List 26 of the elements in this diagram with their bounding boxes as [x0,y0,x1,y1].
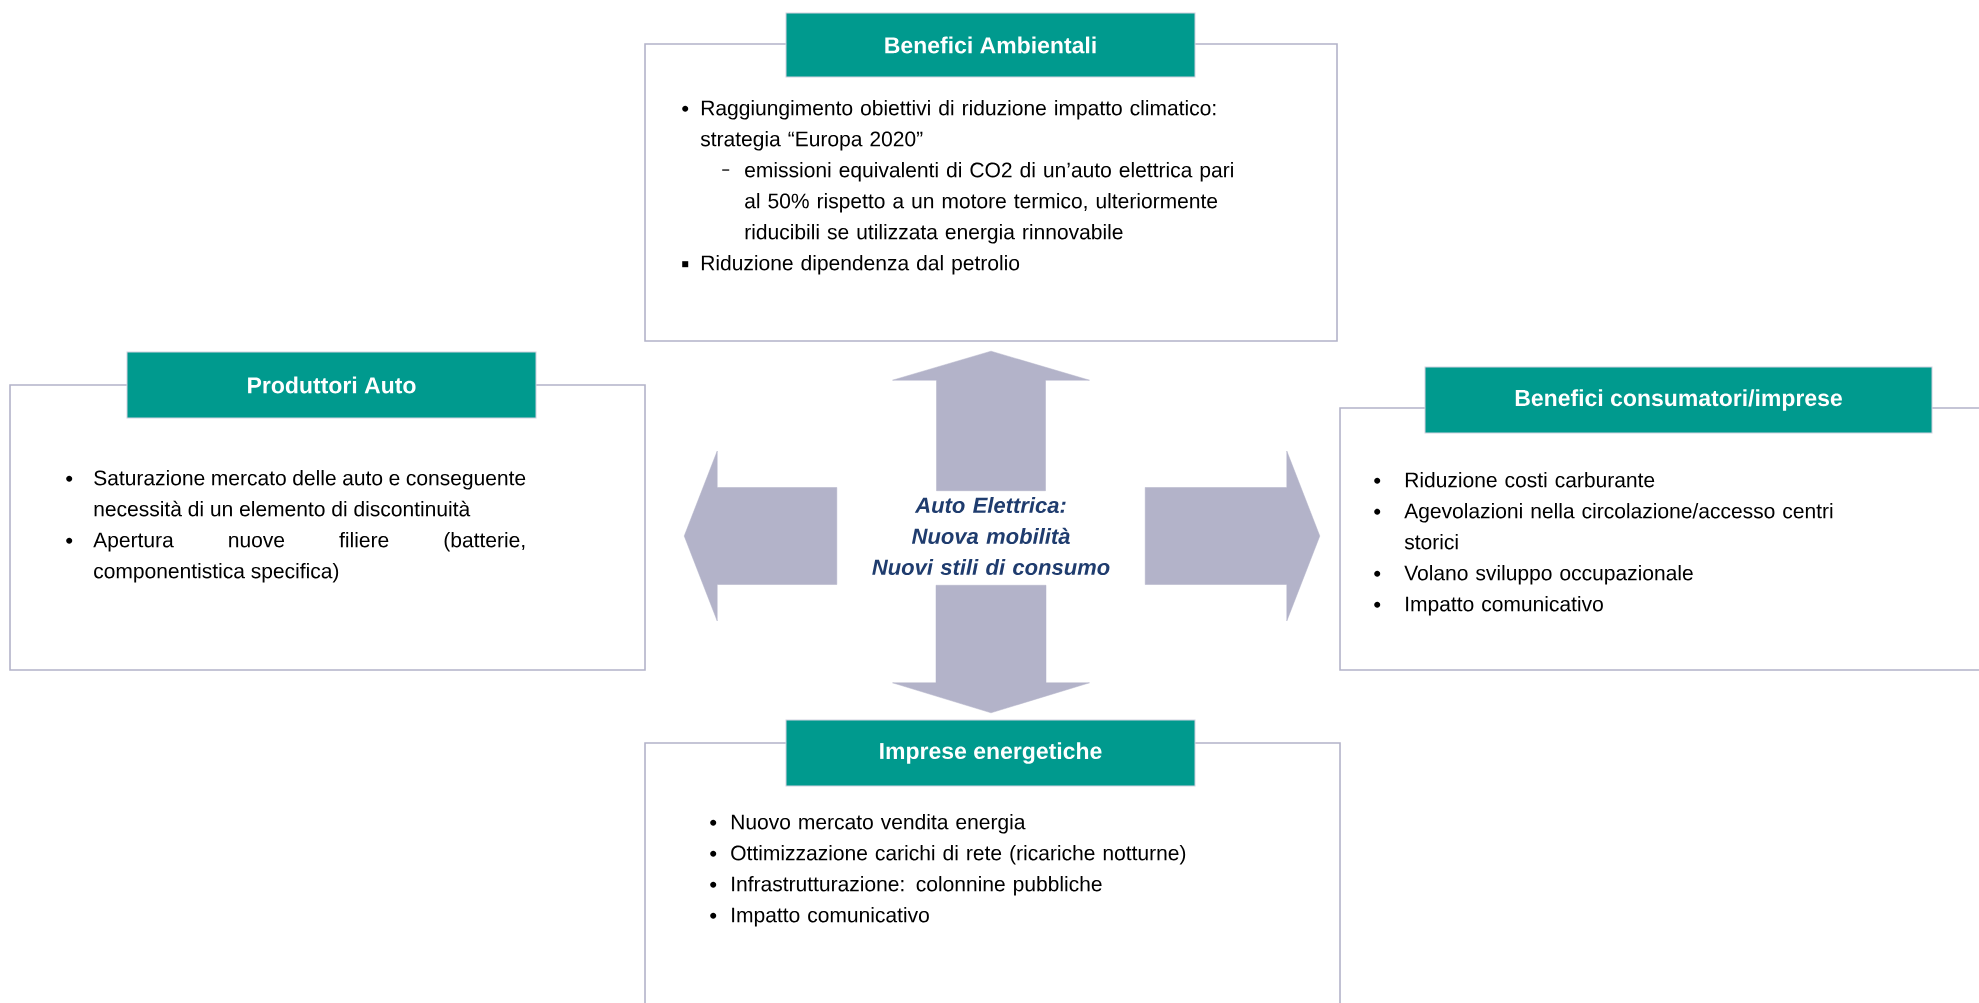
block-arrow [683,450,838,622]
header-tab: Benefici Ambientali [785,12,1196,78]
bullet-item: Infrastrutturazione: colonnine pubbliche [710,876,1102,896]
center-title: Auto Elettrica: Nuova mobilità Nuovi stili di consumo [872,496,1110,576]
bullet-item: Riduzione dipendenza dal petrolio [682,255,1020,275]
bullet-item: Raggiungimento obiettivi di riduzione impatto climatico: strategia “Europa 2020” [682,100,1216,151]
block-arrow [892,350,1090,491]
info-box [1339,366,1979,671]
block-arrow [1144,450,1321,622]
info-box [644,719,1341,1003]
bullet-item: Nuovo mercato vendita energia [710,814,1026,834]
info-box [9,351,646,671]
bullet-item: Volano sviluppo occupazionale [1374,565,1693,585]
bullet-item: Saturazione mercato delle auto e conseguente necessità di un elemento di discontinuità [66,470,526,517]
header-tab: Produttori Auto [126,351,537,419]
bullet-item: Impatto comunicativo [1374,596,1603,616]
header-tab: Benefici consumatori/imprese [1424,366,1933,434]
bullet-item: Ottimizzazione carichi di rete (ricariche notturne) [710,845,1186,865]
block-arrow [892,585,1090,714]
header-tab: Imprese energetiche [785,719,1196,787]
bullet-item: emissioni equivalenti di CO2 di un’auto elettrica pari al 50% rispetto a un motore termico, ulteriormente riducibili se utilizzata energia rinnovabile [721,162,1233,244]
info-box [644,12,1338,342]
bullet-item: Impatto comunicativo [710,907,929,927]
bullet-item: Riduzione costi carburante [1374,472,1655,488]
bullet-item: Agevolazioni nella circolazione/accesso centri storici [1374,503,1833,550]
bullet-item: Apertura nuove filiere (batterie, componentistica specifica) [66,532,525,583]
